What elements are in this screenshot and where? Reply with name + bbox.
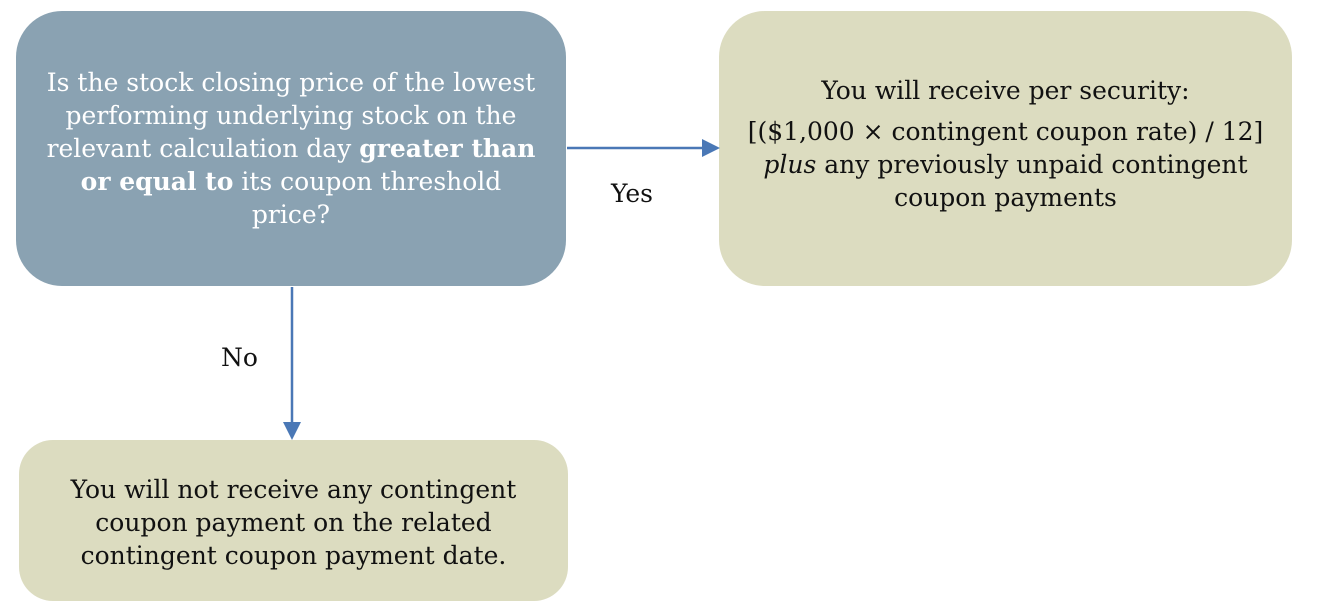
no-outcome-text: You will not receive any contingent coup… — [71, 473, 517, 572]
decision-line-4: or equal to its coupon threshold — [47, 165, 536, 198]
decision-line-4-text: its coupon threshold — [233, 167, 502, 196]
decision-emphasis-greater-than: greater than — [359, 134, 536, 163]
yes-outcome-text: You will receive per security: [($1,000 … — [748, 74, 1264, 214]
no-arrow — [283, 287, 301, 440]
yes-outcome-line-3: plus any previously unpaid contingent — [748, 148, 1264, 181]
yes-outcome-line-3-text: any previously unpaid contingent — [816, 149, 1248, 179]
decision-line-1: Is the stock closing price of the lowest — [46, 68, 536, 97]
yes-outcome-emphasis-plus: plus — [763, 149, 817, 179]
yes-outcome-box: You will receive per security: [($1,000 … — [719, 11, 1292, 286]
decision-line-2: performing underlying stock on the — [65, 101, 517, 130]
no-label: No — [221, 343, 258, 372]
decision-box: Is the stock closing price of the lowest… — [16, 11, 566, 286]
no-outcome-line-2: coupon payment on the related — [95, 508, 492, 537]
decision-text: Is the stock closing price of the lowest… — [47, 66, 536, 231]
decision-emphasis-equal-to: or equal to — [80, 167, 234, 196]
yes-arrowhead — [702, 139, 720, 157]
yes-label: Yes — [611, 179, 653, 208]
decision-line-5: price? — [251, 200, 331, 229]
no-outcome-line-3: contingent coupon payment date. — [80, 541, 507, 570]
decision-line-3: relevant calculation day greater than — [47, 132, 536, 165]
no-outcome-line-1: You will not receive any contingent — [70, 475, 517, 504]
decision-line-3-text: relevant calculation day — [46, 134, 360, 163]
yes-outcome-formula: [($1,000 × contingent coupon rate) / 12] — [747, 116, 1264, 146]
no-outcome-box: You will not receive any contingent coup… — [19, 440, 568, 601]
no-arrowhead — [283, 422, 301, 440]
yes-arrow — [567, 139, 720, 157]
yes-outcome-line-4: coupon payments — [894, 182, 1117, 212]
yes-outcome-line-1: You will receive per security: — [821, 75, 1190, 105]
